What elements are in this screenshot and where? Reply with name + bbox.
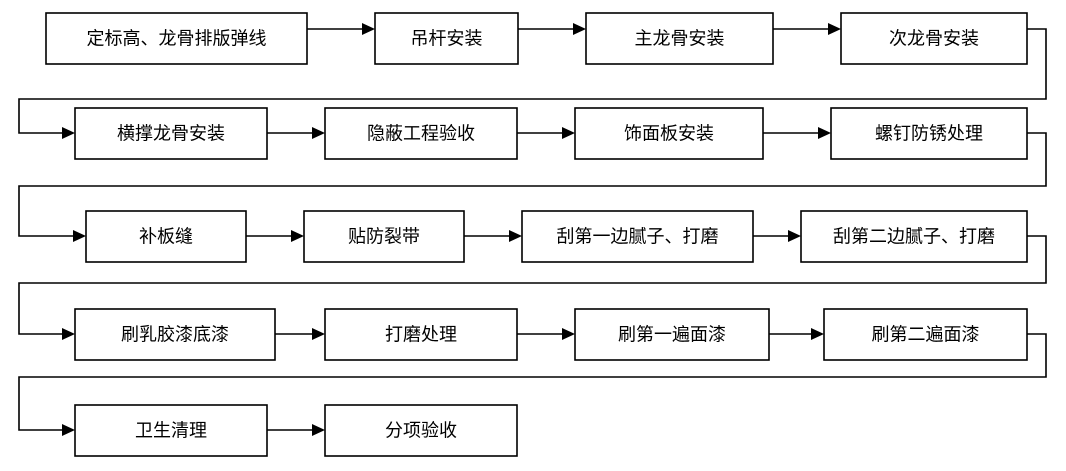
connector-n13-n14: [275, 328, 325, 340]
node-label: 刮第二边腻子、打磨: [833, 227, 995, 248]
node-label: 次龙骨安装: [889, 29, 979, 50]
flow-node-n4[interactable]: 次龙骨安装: [840, 12, 1028, 65]
node-box[interactable]: [74, 107, 268, 160]
node-label: 刷乳胶漆底漆: [121, 325, 229, 346]
arrow-head-icon: [573, 23, 586, 35]
arrow-head-icon: [73, 230, 86, 242]
connector-n9-n10: [246, 230, 304, 242]
connector-n11-n12: [753, 230, 801, 242]
flow-row-1: 定标高、龙骨排版弹线 吊杆安装 主龙骨安装: [18, 12, 1047, 139]
connector-n14-n15: [517, 328, 575, 340]
arrow-head-icon: [828, 23, 841, 35]
node-box[interactable]: [574, 107, 764, 160]
arrow-head-icon: [312, 127, 325, 139]
node-box[interactable]: [840, 12, 1028, 65]
node-label: 主龙骨安装: [635, 29, 725, 50]
node-box[interactable]: [374, 12, 519, 65]
node-box[interactable]: [324, 404, 518, 457]
node-label: 定标高、龙骨排版弹线: [87, 29, 267, 50]
flow-node-n1[interactable]: 定标高、龙骨排版弹线: [45, 12, 308, 65]
arrow-head-icon: [291, 230, 304, 242]
flow-node-n3[interactable]: 主龙骨安装: [585, 12, 774, 65]
arrow-head-icon: [811, 328, 824, 340]
connector-row1-row2: [18, 28, 1047, 139]
node-box[interactable]: [800, 210, 1028, 263]
node-label: 刮第一边腻子、打磨: [557, 227, 719, 248]
connector-n10-n11: [464, 230, 522, 242]
flow-node-n16[interactable]: 刷第二遍面漆: [823, 308, 1028, 361]
flow-node-n13[interactable]: 刷乳胶漆底漆: [74, 308, 276, 361]
flow-node-n2[interactable]: 吊杆安装: [374, 12, 519, 65]
arrow-head-icon: [509, 230, 522, 242]
arrow-head-icon: [312, 424, 325, 436]
node-label: 打磨处理: [385, 325, 457, 346]
flow-node-n12[interactable]: 刮第二边腻子、打磨: [800, 210, 1028, 263]
connector-n1-n2: [307, 23, 375, 35]
arrow-head-icon: [62, 424, 75, 436]
arrow-head-icon: [818, 127, 831, 139]
flow-node-n14[interactable]: 打磨处理: [324, 308, 518, 361]
node-label: 刷第一遍面漆: [618, 325, 726, 346]
flow-node-n8[interactable]: 螺钉防锈处理: [830, 107, 1028, 160]
arrow-head-icon: [62, 127, 75, 139]
node-label: 卫生清理: [135, 421, 207, 442]
flow-node-n11[interactable]: 刮第一边腻子、打磨: [521, 210, 754, 263]
node-label: 刷第二遍面漆: [872, 325, 980, 346]
connector-path: [18, 132, 1047, 237]
node-label: 横撑龙骨安装: [117, 124, 225, 145]
node-label: 吊杆安装: [411, 29, 483, 50]
node-box[interactable]: [830, 107, 1028, 160]
arrow-head-icon: [562, 127, 575, 139]
arrow-head-icon: [362, 23, 375, 35]
flow-node-n10[interactable]: 贴防裂带: [303, 210, 465, 263]
connector-n2-n3: [518, 23, 586, 35]
flow-node-n6[interactable]: 隐蔽工程验收: [324, 107, 518, 160]
flow-row-4: 刷乳胶漆底漆 打磨处理 刷第一遍面漆: [18, 308, 1047, 436]
node-box[interactable]: [85, 210, 247, 263]
connector-n5-n6: [267, 127, 325, 139]
arrow-head-icon: [788, 230, 801, 242]
node-label: 贴防裂带: [348, 227, 420, 248]
flow-node-n7[interactable]: 饰面板安装: [574, 107, 764, 160]
connector-n17-n18: [267, 424, 325, 436]
connector-path: [18, 235, 1047, 335]
connector-n15-n16: [769, 328, 824, 340]
connector-row4-row5: [18, 333, 1047, 436]
node-label: 分项验收: [385, 421, 457, 442]
arrow-head-icon: [312, 328, 325, 340]
node-label: 补板缝: [139, 227, 193, 248]
connector-row3-row4: [18, 235, 1047, 340]
node-label: 螺钉防锈处理: [875, 124, 983, 145]
node-box[interactable]: [74, 308, 276, 361]
node-label: 饰面板安装: [624, 124, 714, 145]
connector-path: [18, 28, 1047, 134]
node-box[interactable]: [45, 12, 308, 65]
node-label: 隐蔽工程验收: [367, 124, 475, 145]
node-box[interactable]: [324, 308, 518, 361]
flow-row-5: 卫生清理 分项验收: [74, 404, 518, 457]
node-box[interactable]: [324, 107, 518, 160]
node-box[interactable]: [585, 12, 774, 65]
flow-row-3: 补板缝 贴防裂带 刮第一边腻子、打磨: [18, 210, 1047, 340]
node-box[interactable]: [303, 210, 465, 263]
arrow-head-icon: [62, 328, 75, 340]
connector-n3-n4: [773, 23, 841, 35]
connector-row2-row3: [18, 132, 1047, 242]
flow-node-n15[interactable]: 刷第一遍面漆: [574, 308, 770, 361]
flow-row-2: 横撑龙骨安装 隐蔽工程验收 饰面板安装: [18, 107, 1047, 242]
connector-path: [18, 333, 1047, 431]
connector-n7-n8: [763, 127, 831, 139]
flow-node-n5[interactable]: 横撑龙骨安装: [74, 107, 268, 160]
connector-n6-n7: [517, 127, 575, 139]
flow-node-n18[interactable]: 分项验收: [324, 404, 518, 457]
flow-node-n17[interactable]: 卫生清理: [74, 404, 268, 457]
flow-node-n9[interactable]: 补板缝: [85, 210, 247, 263]
node-box[interactable]: [574, 308, 770, 361]
arrow-head-icon: [562, 328, 575, 340]
